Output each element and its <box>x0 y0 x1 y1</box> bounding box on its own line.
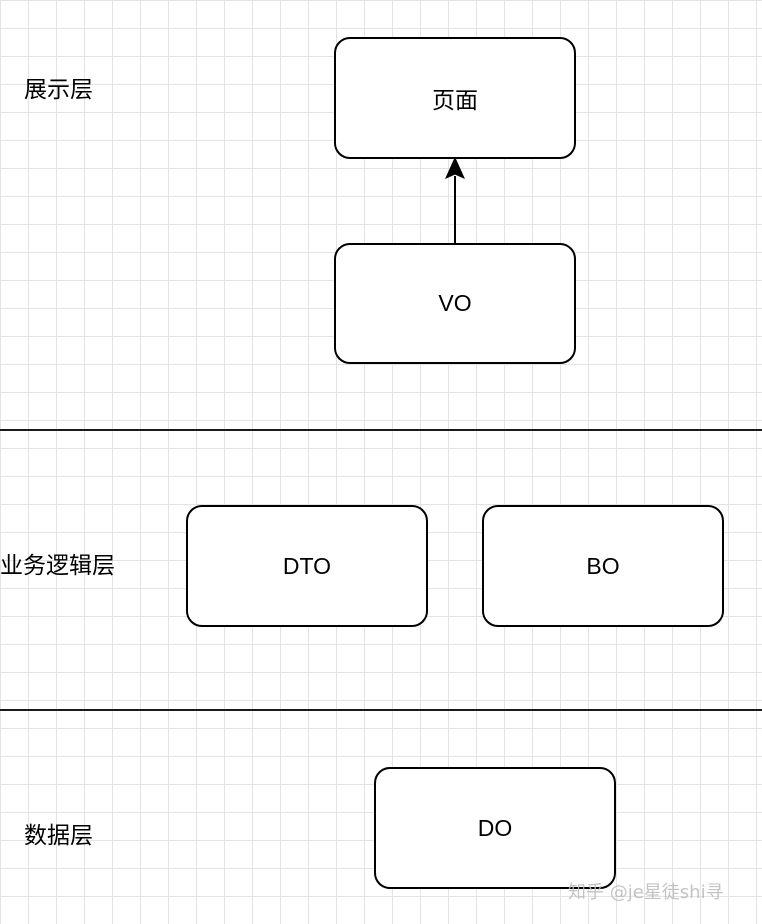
node-do[interactable]: DO <box>374 767 616 889</box>
node-vo[interactable]: VO <box>334 243 576 364</box>
node-vo-label: VO <box>438 290 472 316</box>
node-page-label: 页面 <box>432 88 478 114</box>
layer-label-presentation: 展示层 <box>24 77 93 103</box>
node-bo[interactable]: BO <box>482 505 724 627</box>
layer-label-data: 数据层 <box>24 823 93 849</box>
layer-divider-top <box>0 429 762 431</box>
layer-label-business-logic: 业务逻辑层 <box>0 553 115 579</box>
node-bo-label: BO <box>586 552 620 579</box>
node-do-label: DO <box>477 814 513 841</box>
arrow-head <box>445 156 465 179</box>
node-dto-label: DTO <box>282 552 332 579</box>
layer-divider-bottom <box>0 709 762 711</box>
watermark-text: 知乎 @je星徒shi寻 <box>568 882 724 903</box>
node-dto[interactable]: DTO <box>186 505 428 627</box>
node-page[interactable]: 页面 <box>334 37 576 159</box>
